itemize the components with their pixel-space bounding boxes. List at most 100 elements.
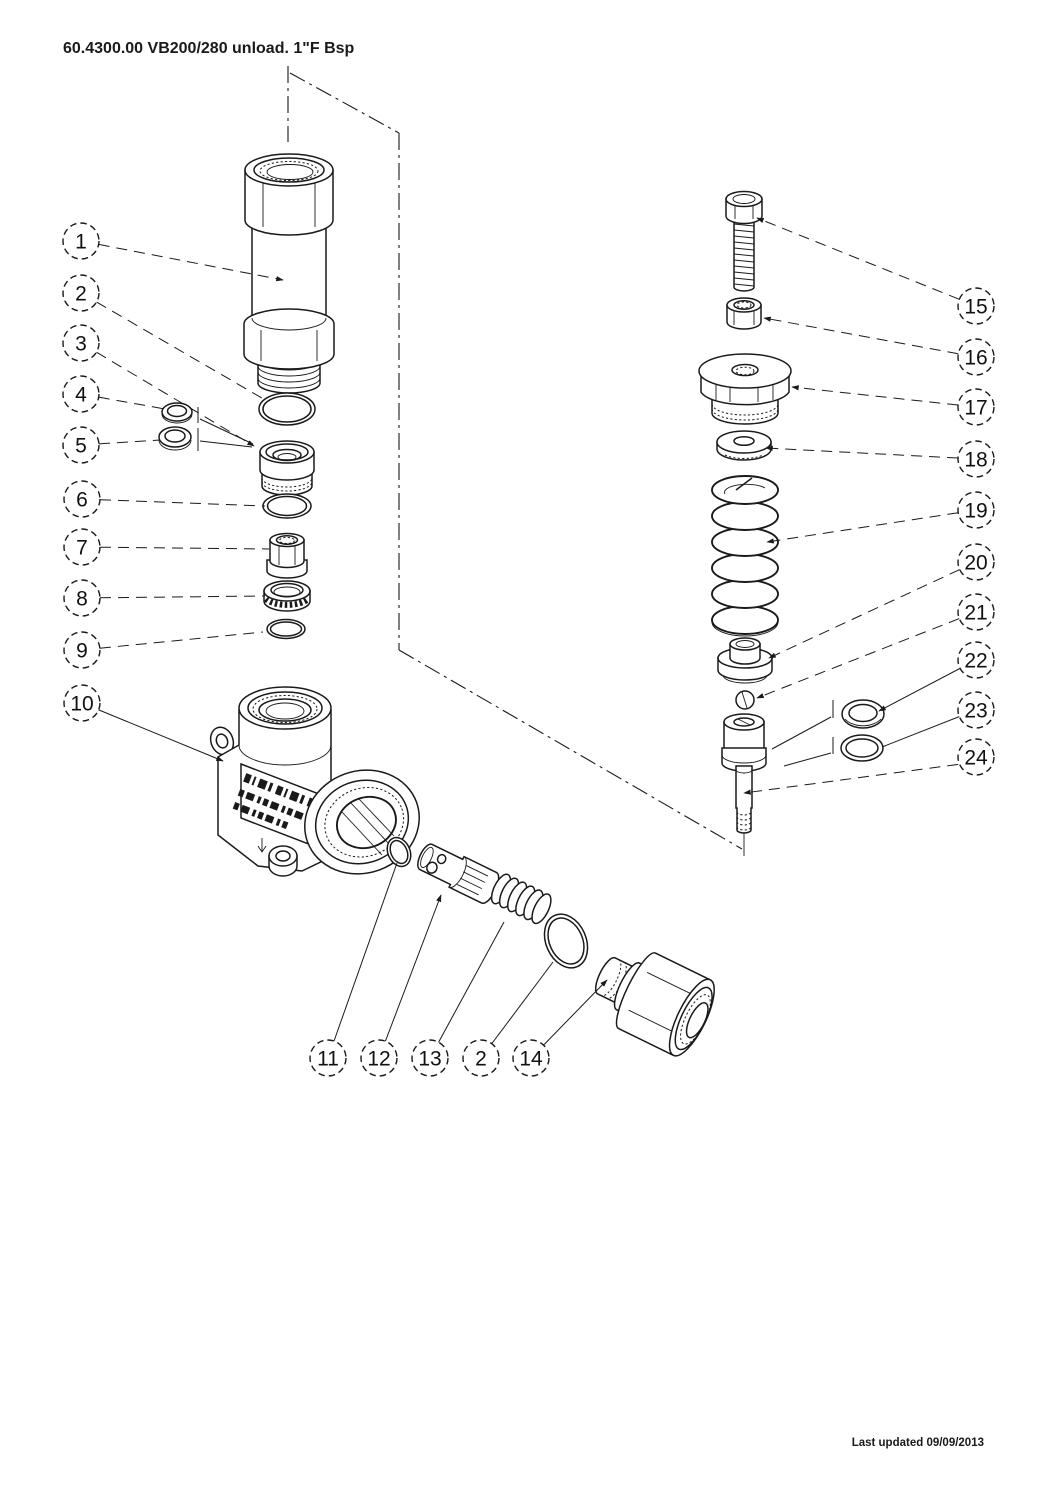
callout-4: 4 — [62, 375, 100, 413]
callout-circle — [62, 324, 100, 362]
callout-circle — [63, 631, 101, 669]
callout-6: 6 — [63, 480, 101, 518]
callout-label: 19 — [964, 500, 987, 523]
part-17-cap — [698, 353, 792, 425]
part-5-washer — [158, 426, 192, 451]
callout-label: 23 — [964, 700, 987, 723]
leader-lines — [80, 217, 977, 1059]
callout-circle — [957, 440, 995, 478]
callout-circle — [462, 1039, 500, 1077]
callout-circle — [63, 528, 101, 566]
callout-label: 11 — [317, 1048, 339, 1071]
part-22-ring — [841, 699, 885, 729]
callout-9: 9 — [63, 631, 101, 669]
callout-circle — [63, 684, 101, 722]
callout-14: 14 — [512, 1039, 550, 1077]
callout-label: 15 — [964, 296, 987, 319]
callout-label: 20 — [964, 552, 987, 575]
callout-7: 7 — [63, 528, 101, 566]
callout-17: 17 — [957, 388, 995, 426]
callout-label: 5 — [75, 435, 87, 458]
part-9-oring — [266, 618, 306, 640]
callout-circle — [957, 593, 995, 631]
part-2-oring-upper — [258, 392, 316, 426]
part-21-ball — [735, 690, 755, 710]
callout-label: 1 — [75, 231, 87, 254]
callout-8: 8 — [63, 579, 101, 617]
callout-2b: 2 — [462, 1039, 500, 1077]
callout-19: 19 — [957, 491, 995, 529]
callout-11: 11 — [309, 1039, 347, 1077]
callout-circle — [63, 480, 101, 518]
callout-13: 13 — [411, 1039, 449, 1077]
callout-16: 16 — [957, 338, 995, 376]
part-4-washer — [161, 402, 193, 424]
callout-circle — [62, 274, 100, 312]
callout-label: 22 — [964, 650, 987, 673]
callout-15: 15 — [957, 287, 995, 325]
part-18-spring-disc — [716, 430, 772, 461]
callout-2: 2 — [62, 274, 100, 312]
part-12-cartridge — [417, 843, 500, 905]
part-10-valve-body — [209, 686, 420, 877]
callout-label: 12 — [367, 1048, 390, 1071]
callout-1: 1 — [62, 222, 100, 260]
part-6-oring — [262, 493, 312, 519]
page-title: 60.4300.00 VB200/280 unload. 1"F Bsp — [63, 40, 355, 57]
callout-circle — [957, 338, 995, 376]
callout-label: 17 — [964, 397, 987, 420]
part-1-inlet-nipple — [243, 153, 335, 394]
callout-label: 10 — [70, 693, 93, 716]
callout-circle — [512, 1039, 550, 1077]
callout-label: 2 — [475, 1048, 487, 1071]
part-11-oring — [386, 836, 412, 868]
callout-label: 3 — [75, 333, 87, 356]
callout-label: 24 — [964, 747, 988, 770]
callout-20: 20 — [957, 543, 995, 581]
callout-23: 23 — [957, 691, 995, 729]
callout-circle — [411, 1039, 449, 1077]
callout-10: 10 — [63, 684, 101, 722]
part-15-screw — [725, 190, 763, 292]
callout-label: 14 — [519, 1048, 543, 1071]
part-7-bushing — [266, 532, 308, 579]
callout-circle — [957, 543, 995, 581]
callout-label: 9 — [76, 640, 88, 663]
part-16-nut — [726, 297, 762, 330]
part-14-outlet-fitting — [594, 952, 715, 1057]
callout-label: 4 — [75, 384, 87, 407]
callout-circle — [957, 738, 995, 776]
last-updated-note: Last updated 09/09/2013 — [851, 1437, 984, 1449]
callouts: 1 2 3 4 5 6 7 8 9 10 11 12 13 2 14 15 16… — [62, 222, 995, 1077]
callout-circle — [360, 1039, 398, 1077]
callout-circle — [62, 426, 100, 464]
part-23-ring — [840, 734, 884, 762]
callout-label: 7 — [76, 537, 88, 560]
callout-22: 22 — [957, 641, 995, 679]
callout-circle — [957, 287, 995, 325]
centerlines — [287, 66, 745, 856]
callout-label: 8 — [76, 588, 88, 611]
callout-21: 21 — [957, 593, 995, 631]
part-24-piston — [721, 713, 767, 834]
callout-circle — [62, 222, 100, 260]
callout-circle — [957, 491, 995, 529]
callout-circle — [309, 1039, 347, 1077]
part-13-spring-small — [490, 873, 552, 925]
callout-3: 3 — [62, 324, 100, 362]
callout-24: 24 — [957, 738, 995, 776]
callout-circle — [957, 388, 995, 426]
part-19-spring — [711, 475, 779, 637]
callout-circle — [957, 641, 995, 679]
callout-label: 13 — [418, 1048, 441, 1071]
part-2-oring-lower — [543, 913, 589, 969]
callout-label: 6 — [76, 489, 88, 512]
callout-label: 16 — [964, 347, 987, 370]
callout-circle — [957, 691, 995, 729]
callout-18: 18 — [957, 440, 995, 478]
callout-5: 5 — [62, 426, 100, 464]
callout-label: 21 — [964, 602, 987, 625]
part-20-spring-retainer — [717, 637, 773, 684]
